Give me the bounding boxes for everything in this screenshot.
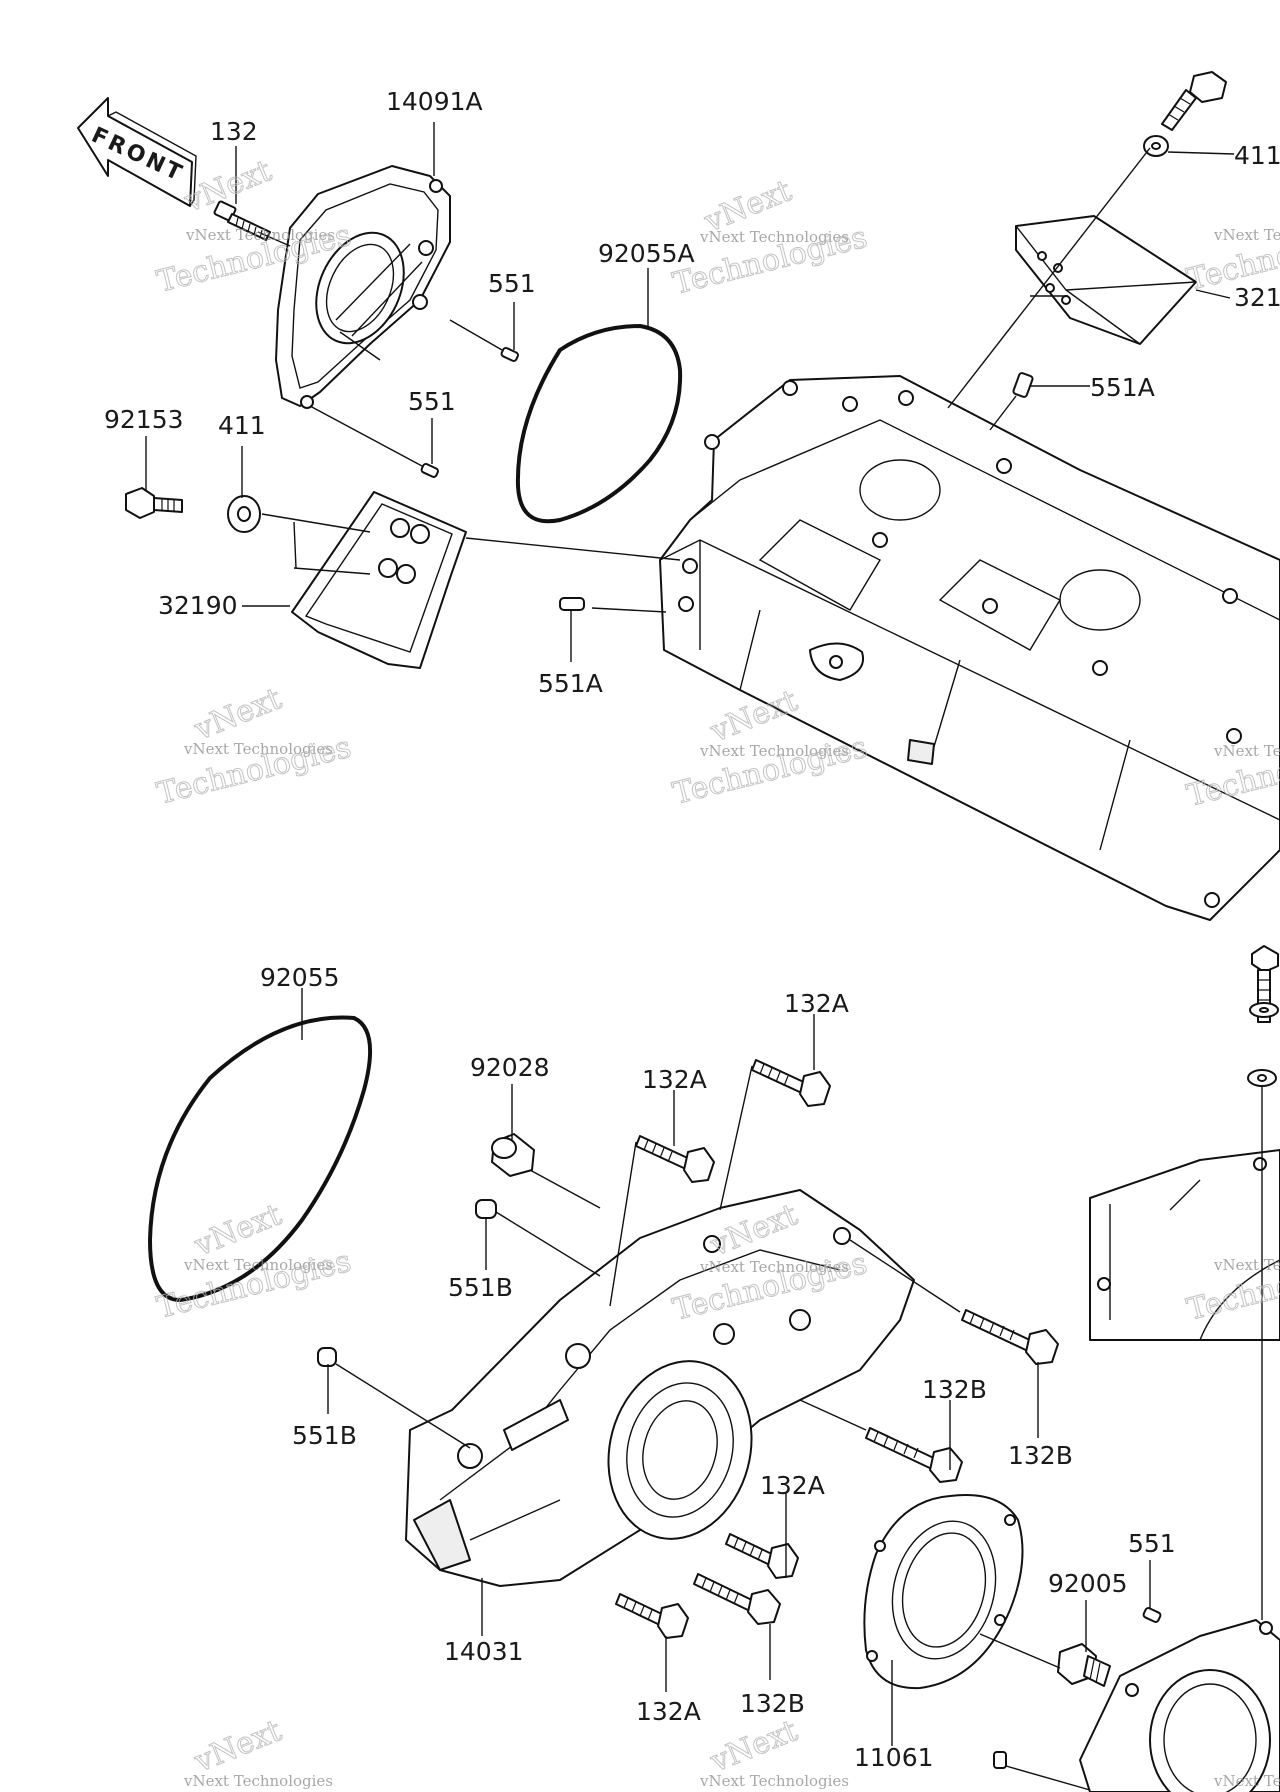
callout-551b-upper: 551B bbox=[448, 1273, 513, 1302]
callout-411: 411 bbox=[218, 411, 266, 440]
callout-11061: 11061 bbox=[854, 1743, 934, 1772]
cover-14091a-icon bbox=[275, 165, 451, 409]
callout-551a-top: 551A bbox=[1090, 373, 1155, 402]
svg-text:vNext Technologies: vNext Technologies bbox=[699, 228, 849, 246]
callout-551b-lower: 551B bbox=[292, 1421, 357, 1450]
crankcase-upper-icon bbox=[659, 375, 1280, 921]
svg-text:vNext Technologies: vNext Technologies bbox=[183, 740, 333, 758]
bolt-top-right-icon bbox=[1161, 71, 1227, 131]
callout-92055a: 92055A bbox=[598, 239, 695, 268]
oring-92055a-icon bbox=[515, 323, 683, 524]
bolt-132b-right-icon bbox=[961, 1309, 1059, 1365]
dowel-551b-lower-icon bbox=[317, 1347, 337, 1367]
callout-132b-right: 132B bbox=[1008, 1441, 1073, 1470]
watermark-4: vNext vNext Technologies Technologies bbox=[153, 681, 355, 812]
watermark-11: vNext vNext Technologies bbox=[699, 1713, 849, 1790]
washer-411-icon bbox=[227, 495, 261, 533]
bolt-right-middle-icon bbox=[1247, 945, 1279, 1087]
svg-text:vNext Technologies: vNext Technologies bbox=[185, 226, 335, 244]
callout-labels: 14091A 132 551 92055A 551 92153 411 3219… bbox=[104, 87, 1280, 1772]
dowel-551b-upper-icon bbox=[475, 1199, 497, 1219]
svg-text:vNext: vNext bbox=[189, 1713, 286, 1780]
oring-92055-icon bbox=[147, 1015, 373, 1303]
dowel-551-bottom-icon bbox=[993, 1751, 1007, 1769]
bolt-132a-mid-icon bbox=[635, 1135, 715, 1183]
svg-text:vNext Technologies: vNext Technologies bbox=[183, 1772, 333, 1790]
callout-32190: 32190 bbox=[158, 591, 238, 620]
dowel-551-right-icon bbox=[1142, 1607, 1162, 1623]
watermark-10: vNext vNext Technologies bbox=[183, 1713, 333, 1790]
dowel-551a-top-icon bbox=[1012, 372, 1034, 398]
watermark-12: vNext Technologies bbox=[1213, 1772, 1280, 1790]
bolt-132a-top-icon bbox=[751, 1059, 831, 1107]
callout-551-right: 551 bbox=[1128, 1529, 1176, 1558]
callout-92055: 92055 bbox=[260, 963, 340, 992]
callout-551-lower: 551 bbox=[408, 387, 456, 416]
dowel-551-upper-icon bbox=[500, 346, 519, 362]
plug-92005-icon bbox=[1057, 1643, 1111, 1687]
bolt-132a-lower-icon bbox=[725, 1533, 799, 1579]
svg-text:vNext Technologies: vNext Technologies bbox=[699, 1772, 849, 1790]
svg-text:vNext Technologies: vNext Technologies bbox=[183, 1256, 333, 1274]
callout-132b-lower: 132B bbox=[740, 1689, 805, 1718]
callout-551a-left: 551A bbox=[538, 669, 603, 698]
watermark-7: vNext vNext Technologies Technologies bbox=[153, 1197, 355, 1326]
leader-lines bbox=[145, 122, 1263, 1791]
callout-132: 132 bbox=[210, 117, 258, 146]
bolt-92153-icon bbox=[125, 487, 183, 519]
cover-14031-icon bbox=[405, 1189, 915, 1587]
bracket-321-icon bbox=[1015, 215, 1197, 345]
svg-text:vNext Technologies: vNext Technologies bbox=[1213, 1256, 1280, 1274]
callout-411-right: 411 bbox=[1234, 141, 1280, 170]
bolt-132b-lower-icon bbox=[693, 1573, 781, 1625]
dowel-551a-left-icon bbox=[559, 597, 585, 611]
svg-text:vNext Technologies: vNext Technologies bbox=[1213, 226, 1280, 244]
dowel-551-lower-icon bbox=[420, 462, 439, 478]
callout-132a-lower: 132A bbox=[760, 1471, 825, 1500]
callout-14031: 14031 bbox=[444, 1637, 524, 1666]
bolt-132-icon bbox=[213, 200, 271, 241]
watermark-2: vNext vNext Technologies Technologies bbox=[669, 173, 871, 302]
collar-92028-icon bbox=[491, 1133, 535, 1177]
front-arrow-icon: FRONT bbox=[77, 97, 197, 207]
svg-text:vNext Technologies: vNext Technologies bbox=[1213, 1772, 1280, 1790]
callout-14091a: 14091A bbox=[386, 87, 483, 116]
bolt-132b-mid-icon bbox=[865, 1427, 963, 1483]
bracket-32190-icon bbox=[291, 491, 467, 669]
callout-551-upper: 551 bbox=[488, 269, 536, 298]
svg-text:vNext: vNext bbox=[705, 1713, 802, 1780]
gasket-11061-icon bbox=[863, 1494, 1024, 1690]
washer-411-right-icon bbox=[1143, 135, 1169, 157]
callout-92028: 92028 bbox=[470, 1053, 550, 1082]
svg-text:vNext Technologies: vNext Technologies bbox=[1213, 742, 1280, 760]
housing-bottom-right-icon bbox=[1079, 1619, 1280, 1792]
callout-132b-mid: 132B bbox=[922, 1375, 987, 1404]
svg-text:vNext Technologies: vNext Technologies bbox=[699, 1258, 849, 1276]
callout-132a-bottom: 132A bbox=[636, 1697, 701, 1726]
callout-92005: 92005 bbox=[1048, 1569, 1128, 1598]
callout-92153: 92153 bbox=[104, 405, 184, 434]
svg-text:vNext Technologies: vNext Technologies bbox=[699, 742, 849, 760]
cover-right-partial-icon bbox=[1089, 1149, 1280, 1341]
svg-text:vNext: vNext bbox=[189, 681, 286, 748]
bolt-132a-bottom-icon bbox=[615, 1593, 689, 1639]
callout-132a-mid: 132A bbox=[642, 1065, 707, 1094]
callout-132a-top: 132A bbox=[784, 989, 849, 1018]
callout-321: 321 bbox=[1234, 283, 1280, 312]
